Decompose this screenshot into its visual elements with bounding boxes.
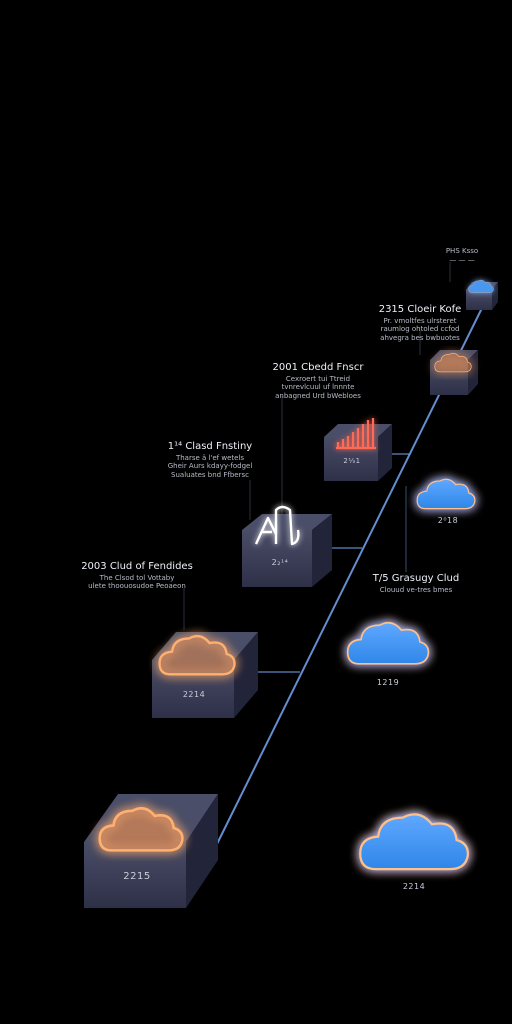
ai-glyph-icon <box>254 505 300 546</box>
milestone-line: raumlog ohtoled ccfod <box>380 325 460 334</box>
milestone-box-1 <box>84 794 218 908</box>
milestone-box-6 <box>466 279 498 310</box>
bar-chart-icon <box>336 418 376 450</box>
milestone-line: — — — <box>449 255 475 264</box>
milestone-label-1: 1¹⁴ Clasd Fnstiny Tharse ä l'ef wetels G… <box>160 441 260 480</box>
milestone-label-6: PHS Ksso — — — <box>440 247 484 265</box>
connectors <box>256 453 410 673</box>
milestone-line: Pr. vmoltfes ulrsteret <box>383 316 457 325</box>
cloud-year-label: 2⁰18 <box>437 516 459 525</box>
box-year-label: 2₂¹⁴ <box>271 558 289 567</box>
timeline-spine <box>213 307 483 851</box>
cloud-medium <box>346 621 430 665</box>
box-year-label: 2215 <box>123 871 151 882</box>
milestone-line: Cexroert tui Ttreid <box>285 374 351 383</box>
box-year-label: 2⅓1 <box>343 457 361 465</box>
milestone-label-2: 2001 Cbedd Fnscr Cexroert tui Ttreid tvn… <box>270 362 366 401</box>
milestone-line: The Clsod tol Vottaby <box>99 573 175 582</box>
cloud-large <box>359 813 469 871</box>
milestone-label-5: T/5 Grasugy Clud Clouud ve-tres bmes <box>366 573 466 594</box>
milestone-title: 2003 Clud of Fendides <box>81 561 193 572</box>
milestone-line: Sualuates bnd Ffbersc <box>171 471 249 479</box>
milestone-label-4: 2003 Clud of Fendides The Clsod tol Vott… <box>80 561 194 591</box>
cloud-year-label: 2214 <box>402 882 426 891</box>
milestone-title: 2315 Cloeir Kofe <box>378 304 462 315</box>
box-year-label: 2214 <box>182 690 206 699</box>
milestone-line: Tharse ä l'ef wetels <box>175 453 245 462</box>
milestone-line: ahvegra bes bwbuotes <box>380 334 460 342</box>
milestone-title: 2001 Cbedd Fnscr <box>272 362 364 373</box>
milestone-title: 1¹⁴ Clasd Fnstiny <box>167 441 253 452</box>
milestone-box-4 <box>324 418 392 481</box>
milestone-line: Gheir Aurs kdayy-fodgel <box>167 462 253 471</box>
milestone-box-3 <box>242 505 332 587</box>
leader-lines <box>183 262 451 630</box>
milestone-title: PHS Ksso <box>445 247 479 255</box>
milestone-line: Clouud ve-tres bmes <box>379 585 453 594</box>
milestone-box-5 <box>430 350 478 395</box>
cloud-year-label: 1219 <box>376 678 400 687</box>
milestone-line: anbagned Urd bWebloes <box>275 392 361 400</box>
milestone-line: ulete thoouosudoe Peoaeon <box>88 582 186 591</box>
milestone-box-2 <box>152 632 258 718</box>
milestone-line: tvnrevlcuul uf lnnnte <box>281 383 355 392</box>
milestone-title: T/5 Grasugy Clud <box>372 573 460 584</box>
milestone-label-3: 2315 Cloeir Kofe Pr. vmoltfes ulrsteret … <box>378 304 462 343</box>
cloud-small <box>416 478 476 510</box>
